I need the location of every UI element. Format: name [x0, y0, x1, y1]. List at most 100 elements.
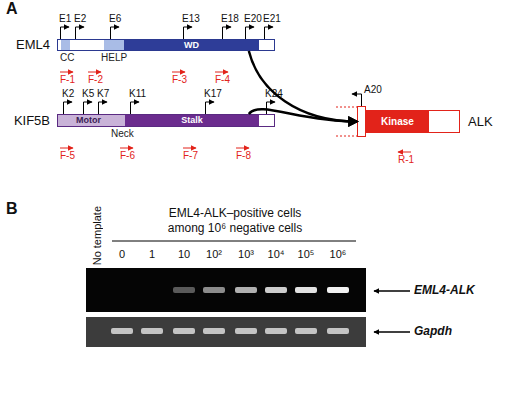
primer-label: F-7	[183, 150, 198, 161]
exon-label: K24	[265, 88, 283, 99]
lane-label: 10²	[206, 248, 222, 260]
domain-label: Kinase	[366, 111, 429, 132]
gel-header: EML4-ALK–positive cells among 10⁶ negati…	[150, 206, 320, 236]
truncation-dash	[336, 136, 357, 137]
primer-arrow	[88, 72, 101, 73]
band-label: EML4-ALK	[414, 283, 475, 297]
primer-label: F-5	[60, 150, 75, 161]
edge-layer	[249, 51, 357, 122]
domain-label: HELP	[101, 52, 127, 63]
lane-label: 10³	[238, 248, 254, 260]
primer-arrow	[215, 72, 228, 73]
exon-label: E6	[109, 13, 121, 24]
exon-label: E1	[59, 13, 71, 24]
primer-label: R-1	[398, 154, 414, 165]
primer-arrow	[398, 152, 411, 153]
fusion-arrow	[249, 51, 357, 122]
domain-label: Motor	[58, 115, 119, 126]
panel-letter: A	[6, 0, 18, 18]
exon-label: E20	[244, 13, 262, 24]
gel-band	[203, 287, 225, 293]
header-rule	[112, 241, 356, 242]
gel-band	[265, 287, 287, 293]
gene-bar: EML4CCHELPWD	[57, 39, 275, 51]
domain-box: Stalk	[125, 115, 259, 126]
exon-arrow	[223, 27, 232, 39]
domain-label: CC	[60, 52, 74, 63]
domain-label: WD	[124, 40, 259, 50]
gel-image	[86, 268, 366, 312]
lane-label: 10⁴	[268, 248, 285, 260]
lane-label: 1	[149, 248, 155, 260]
domain-box: WD	[124, 40, 259, 50]
primer-label: F-3	[172, 74, 187, 85]
gene-bar: ALKKinase	[357, 110, 460, 133]
marker-layer	[60, 27, 411, 332]
exon-arrow	[184, 27, 193, 39]
lane-label: 10⁶	[330, 248, 347, 260]
exon-label: A20	[364, 84, 382, 95]
exon-label: K2	[62, 88, 74, 99]
gel-image	[86, 317, 366, 347]
exon-arrow	[99, 102, 108, 114]
exon-label: E13	[182, 13, 200, 24]
band-arrow	[374, 290, 410, 292]
primer-arrow	[120, 148, 133, 149]
domain-box: Kinase	[366, 111, 429, 132]
truncation-dash	[336, 107, 357, 108]
domain-label: Neck	[111, 128, 134, 139]
exon-label: K11	[129, 88, 146, 99]
gel-band	[173, 287, 195, 293]
gel-band	[235, 287, 257, 293]
gel-band	[295, 287, 317, 293]
gel-band	[173, 328, 195, 334]
primer-arrow	[172, 72, 185, 73]
exon-arrow	[111, 27, 120, 39]
exon-label: K17	[204, 88, 222, 99]
exon-label: K5	[82, 88, 94, 99]
exon-arrow	[64, 102, 73, 114]
band-arrow	[374, 331, 410, 333]
gene-name: ALK	[468, 114, 493, 129]
exon-label: K7	[97, 88, 109, 99]
domain-box: Motor	[58, 115, 119, 126]
lane-label: 10	[178, 248, 190, 260]
lane-label: 10⁵	[298, 248, 315, 260]
domain-box: HELP	[104, 40, 124, 50]
primer-label: F-1	[60, 74, 75, 85]
gel-band	[265, 328, 287, 334]
panel-letter: B	[6, 200, 18, 218]
exon-arrow	[76, 27, 85, 39]
gel-band	[203, 328, 225, 334]
lane-label: 0	[119, 248, 125, 260]
gel-band	[235, 328, 257, 334]
primer-arrow	[183, 148, 196, 149]
gel-band	[327, 328, 349, 334]
gel-band	[141, 328, 163, 334]
domain-label: Stalk	[125, 115, 259, 126]
gel-band	[111, 328, 133, 334]
gene-name: KIF5B	[14, 113, 50, 128]
exon-label: E2	[74, 13, 86, 24]
exon-arrow	[267, 102, 276, 114]
exon-arrow	[265, 27, 274, 39]
exon-arrow	[206, 102, 215, 114]
exon-label: E18	[221, 13, 239, 24]
exon-label: E21	[263, 13, 281, 24]
exon-arrow	[84, 102, 93, 114]
primer-arrow	[60, 72, 73, 73]
band-label: Gapdh	[414, 324, 452, 338]
domain-box: CC	[61, 40, 70, 50]
gene-name: EML4	[16, 37, 50, 52]
exon-arrow	[352, 94, 362, 106]
primer-label: F-6	[120, 150, 135, 161]
primer-arrow	[60, 148, 73, 149]
gene-bar: KIF5BMotorNeckStalk	[57, 114, 275, 127]
exon-arrow	[61, 27, 70, 39]
primer-label: F-2	[88, 74, 103, 85]
gel-band	[295, 328, 317, 334]
exon-arrow	[131, 102, 140, 114]
